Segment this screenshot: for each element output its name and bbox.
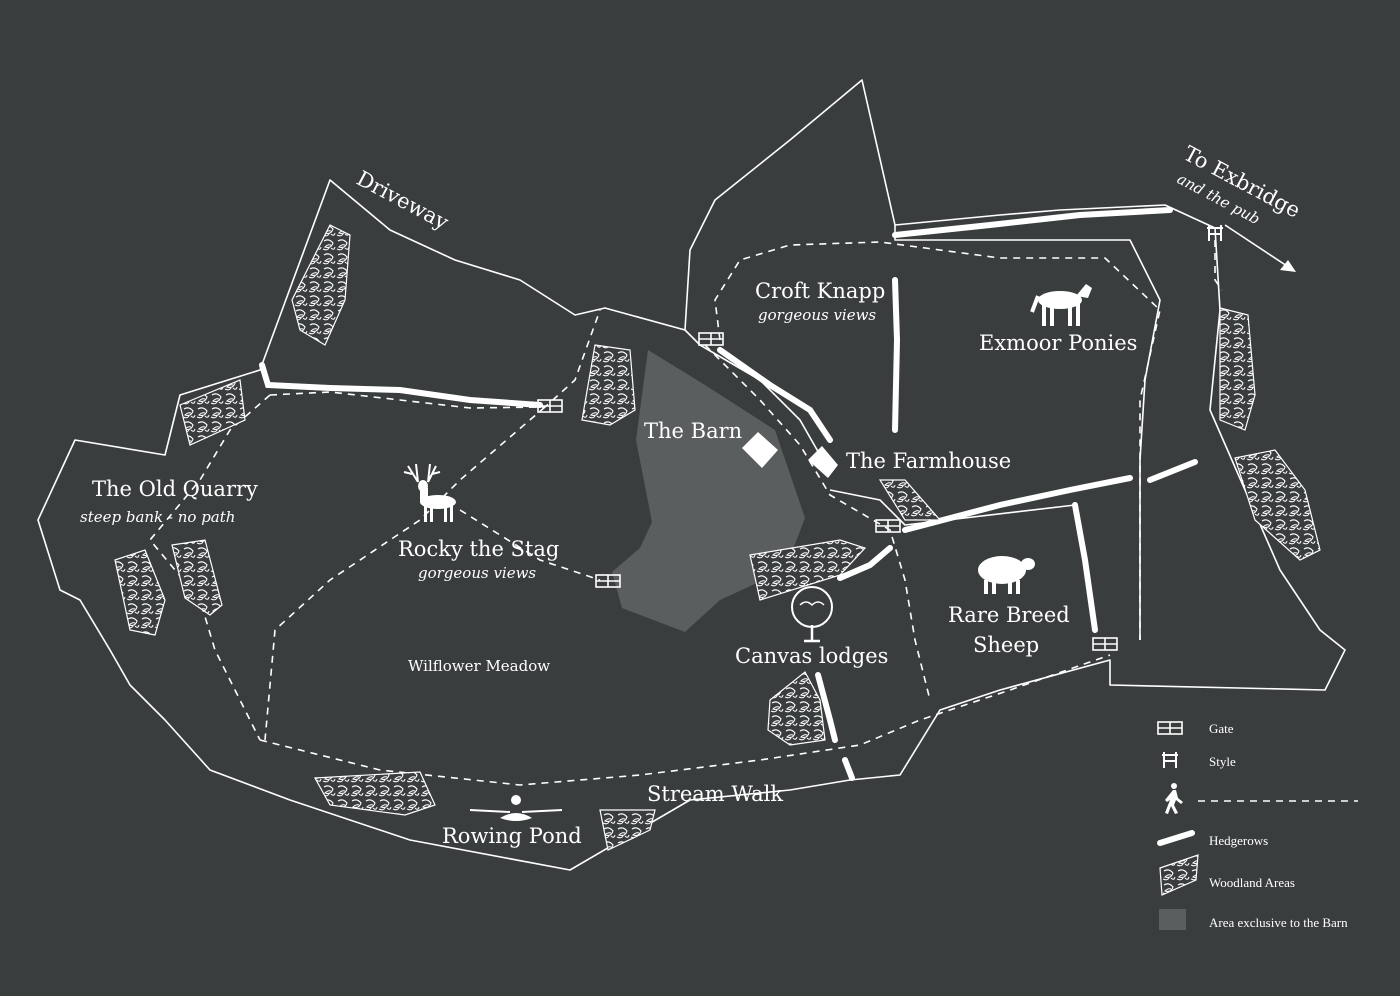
legend-hedgerow-swatch [1157, 830, 1195, 846]
label-croft-knapp: Croft Knapp [755, 279, 885, 303]
fence-east-field [894, 225, 1161, 640]
walking-path-pub [1214, 240, 1223, 291]
rowing-boat-icon [469, 795, 563, 821]
walking-path-stag [264, 406, 546, 741]
fence-farmhouse [829, 489, 1076, 526]
exbridge-arrow [1224, 224, 1296, 272]
estate-boundary [37, 79, 1346, 871]
label-canvas-lodges: Canvas lodges [735, 644, 888, 668]
gate-icon [595, 574, 621, 588]
label-old-quarry-note: steep bank - no path [80, 508, 235, 526]
stile-icon [1207, 225, 1223, 241]
legend-hedgerows-label: Hedgerows [1209, 833, 1268, 848]
label-sheep: Sheep [973, 633, 1039, 657]
gate-icon [1157, 721, 1183, 735]
label-rocky-stag: Rocky the Stag [398, 537, 559, 561]
legend-woodland-label: Woodland Areas [1209, 875, 1295, 890]
walking-path-south [259, 654, 1111, 786]
walking-path-quarry [148, 394, 271, 741]
label-rare-breed: Rare Breed [948, 603, 1070, 627]
stile-icon [1162, 752, 1178, 768]
legend: Gate Style Hedgerows Woodland Areas Area… [1157, 721, 1358, 930]
walking-path-north [269, 309, 601, 409]
label-croft-knapp-note: gorgeous views [758, 306, 876, 324]
walking-path-farmhouse [704, 344, 931, 701]
woodland-areas [114, 224, 1321, 851]
label-rocky-stag-note: gorgeous views [418, 564, 536, 582]
hedgerows [259, 207, 1198, 781]
label-stream-walk: Stream Walk [647, 782, 783, 806]
label-old-quarry: The Old Quarry [92, 477, 258, 501]
legend-gate-label: Gate [1209, 721, 1234, 736]
gate-icon [875, 519, 901, 533]
walker-icon [1165, 783, 1183, 814]
building-icon [808, 446, 838, 478]
tree-icon [791, 586, 833, 643]
legend-woodland-swatch [1159, 854, 1199, 896]
walking-path-stag-barn [459, 509, 601, 581]
stag-icon [403, 463, 456, 522]
gate-icon [698, 332, 724, 346]
label-rowing-pond: Rowing Pond [442, 824, 582, 848]
gate-icon [1092, 637, 1118, 651]
sheep-icon [978, 556, 1035, 594]
label-the-farmhouse: The Farmhouse [846, 449, 1011, 473]
legend-barn-area-swatch [1159, 909, 1186, 930]
building-icon [742, 432, 778, 468]
label-the-barn: The Barn [644, 419, 742, 443]
pony-icon [1030, 284, 1092, 326]
legend-style-label: Style [1209, 754, 1236, 769]
walking-path-croft [714, 241, 1161, 640]
label-wildflower-meadow: Wilflower Meadow [408, 657, 550, 675]
label-exmoor-ponies: Exmoor Ponies [979, 331, 1137, 355]
gate-icon [537, 399, 563, 413]
legend-barn-area-label: Area exclusive to the Barn [1209, 915, 1348, 930]
